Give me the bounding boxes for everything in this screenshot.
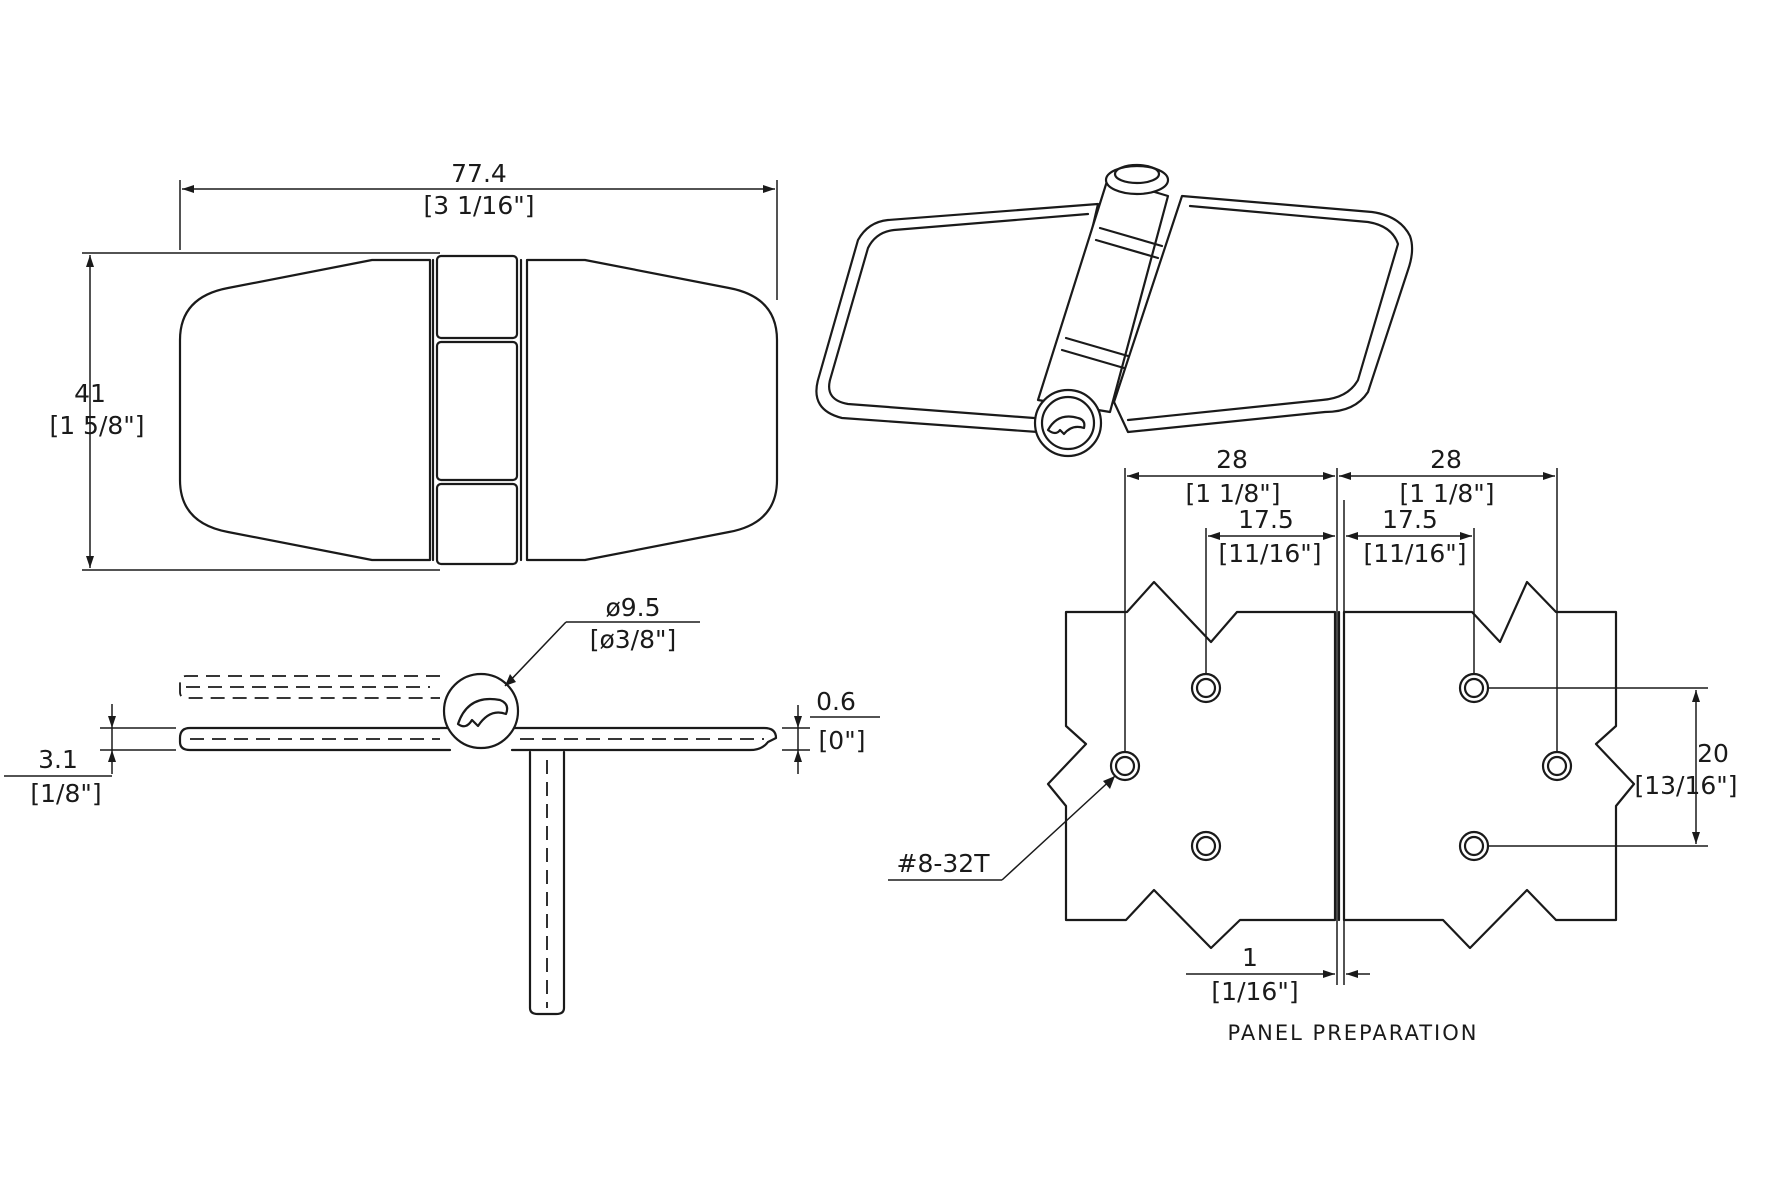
leaf-gap-imperial: [0"]: [819, 726, 866, 755]
hole-spacing-imperial: [13/16"]: [1634, 771, 1737, 800]
hole-inner-right-metric: 17.5: [1382, 505, 1438, 534]
pin-diameter-imperial: [ø3/8"]: [590, 625, 677, 654]
panel-gap-metric: 1: [1242, 943, 1258, 972]
overall-length-metric: 77.4: [451, 159, 507, 188]
side-vertical-leaf: [528, 750, 566, 1016]
hole-spacing-metric: 20: [1697, 739, 1729, 768]
hole-outer-right-metric: 28: [1430, 445, 1462, 474]
thickness-imperial: [1/8"]: [30, 779, 101, 808]
hole-outer-right-imperial: [1 1/8"]: [1399, 479, 1494, 508]
panel-gap-imperial: [1/16"]: [1211, 977, 1298, 1006]
hole-outer-left-imperial: [1 1/8"]: [1185, 479, 1280, 508]
dolphin-logo-icon: [456, 697, 509, 728]
side-right-leaf: [510, 726, 778, 752]
pin-diameter-metric: ø9.5: [605, 593, 660, 622]
iso-left-leaf: [815, 202, 1100, 434]
side-view: ø9.5 [ø3/8"] 0.6 [0"] 3.1 [1/8"]: [4, 593, 880, 1016]
panel-caption: PANEL PREPARATION: [1228, 1021, 1479, 1045]
dolphin-logo-icon: [1046, 415, 1086, 436]
hole-inner-right-imperial: [11/16"]: [1363, 539, 1466, 568]
right-leaf: [525, 258, 779, 562]
iso-right-leaf: [1112, 194, 1414, 434]
left-panel-outline: [1046, 580, 1337, 950]
hole: [1190, 830, 1222, 862]
knuckle-top: [435, 254, 519, 340]
knuckle-middle: [435, 340, 519, 482]
overall-length-imperial: [3 1/16"]: [424, 191, 535, 220]
top-view: 77.4 [3 1/16"] 41 [1 5/8"]: [49, 159, 779, 571]
right-panel-outline: [1342, 580, 1636, 950]
screw-spec: #8-32T: [897, 849, 991, 878]
left-leaf: [178, 258, 432, 562]
knuckle-bottom: [435, 482, 519, 566]
hole-inner-left-imperial: [11/16"]: [1218, 539, 1321, 568]
leaf-gap-metric: 0.6: [816, 687, 856, 716]
height-metric: 41: [74, 379, 106, 408]
hole-inner-left-metric: 17.5: [1238, 505, 1294, 534]
panel-preparation: 28 [1 1/8"] 28 [1 1/8"] 17.5 [11/16"] 17…: [888, 445, 1738, 1045]
height-imperial: [1 5/8"]: [49, 411, 144, 440]
side-pin: [442, 672, 520, 750]
isometric-view: [815, 163, 1414, 458]
thickness-metric: 3.1: [38, 745, 78, 774]
hole-outer-left-metric: 28: [1216, 445, 1248, 474]
side-left-leaf: [178, 726, 452, 752]
